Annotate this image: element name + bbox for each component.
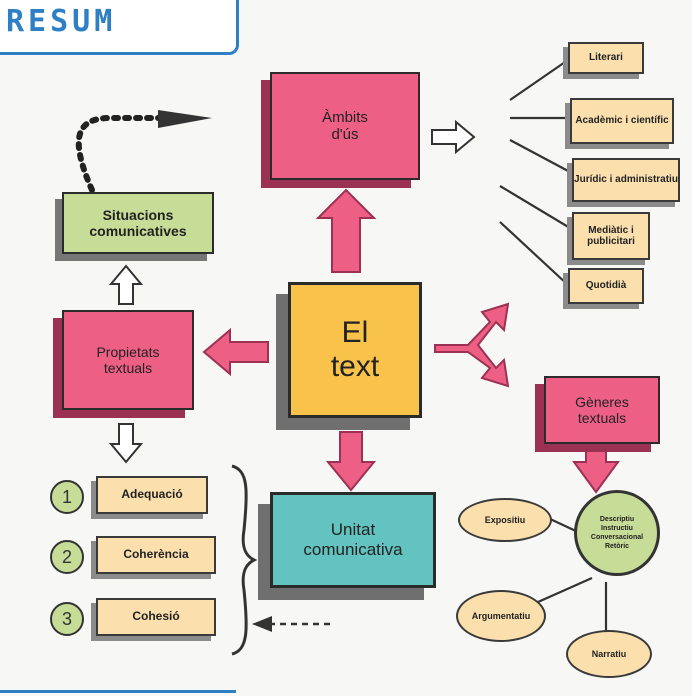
ambit-label: Jurídic i administratiu: [574, 174, 678, 186]
arrowhead-to-ambits: [158, 110, 212, 128]
unitat-label-2: comunicativa: [303, 540, 403, 559]
propietat-label: Cohesió: [132, 609, 180, 624]
genere-center-item: Retòric: [604, 543, 630, 551]
ambits-dus-box: Àmbits d'ús: [270, 72, 420, 180]
arrow-down-to-list: [108, 423, 144, 464]
generes-circle: Descriptiu Instructiu Conversacional Ret…: [574, 490, 660, 576]
genere-label: Narratiu: [591, 649, 627, 659]
situacions-label-1: Situacions: [102, 206, 174, 223]
number-circle-2: 2: [50, 540, 84, 574]
propietats-label-2: textuals: [103, 360, 153, 376]
genere-label: Argumentatiu: [471, 611, 531, 621]
ambit-label: Acadèmic i científic: [575, 115, 669, 127]
genere-label: Expositiu: [484, 515, 526, 525]
ambit-label: Mediàtic i publicitari: [587, 224, 635, 248]
ambit-item-juridic: Jurídic i administratiu: [572, 158, 680, 202]
ambit-label: Quotidià: [585, 280, 627, 292]
number-circle-3: 3: [50, 602, 84, 636]
ambit-item-literari: Literari: [568, 42, 644, 74]
genere-argumentatiu: Argumentatiu: [456, 590, 546, 642]
propietat-coherencia: Coherència: [96, 536, 216, 574]
unitat-label-1: Unitat: [330, 520, 376, 540]
number-circle-1: 1: [50, 480, 84, 514]
situacions-label-2: comunicatives: [89, 223, 187, 239]
genere-expositiu: Expositiu: [458, 498, 552, 542]
arrow-up-to-situacions: [108, 264, 144, 305]
generes-label-1: Gèneres: [575, 393, 629, 410]
dotted-arrow-situacions-ambits: [75, 115, 163, 193]
arrow-left-to-propietats: [202, 327, 269, 377]
el-text-label-1: El: [341, 315, 369, 349]
genere-center-item: Instructiu: [601, 524, 633, 532]
ambits-label-1: Àmbits: [322, 108, 368, 126]
number-label: 2: [61, 546, 72, 567]
arrow-ambits-to-list: [431, 119, 476, 155]
bracket: [231, 464, 258, 656]
arrow-up-to-ambits: [315, 188, 377, 273]
propietat-label: Adequació: [121, 487, 183, 502]
genere-center-item: Descriptiu: [599, 515, 635, 523]
resum-title: RESUM: [6, 4, 117, 39]
el-text-label-2: text: [330, 350, 380, 383]
unitat-box: Unitat comunicativa: [270, 492, 436, 588]
generes-label-2: textuals: [577, 410, 627, 426]
ambits-label-2: d'ús: [331, 126, 359, 143]
ambit-label: Literari: [589, 52, 623, 64]
propietat-label: Coherència: [123, 547, 189, 562]
arrow-down-to-generes-circle: [572, 439, 620, 494]
el-text-box: El text: [288, 282, 422, 418]
propietat-cohesio: Cohesió: [96, 598, 216, 636]
number-label: 3: [61, 608, 72, 629]
propietats-label-1: Propietats: [96, 343, 160, 360]
arrow-down-to-unitat: [325, 431, 377, 492]
arrowhead-to-bracket: [252, 616, 272, 632]
bottom-divider: [0, 690, 236, 693]
propietat-adequacio: Adequació: [96, 476, 208, 514]
number-label: 1: [61, 486, 72, 507]
ambit-item-academic: Acadèmic i científic: [570, 98, 674, 144]
ambit-item-mediatic: Mediàtic i publicitari: [572, 212, 650, 260]
genere-narratiu: Narratiu: [566, 630, 652, 678]
fork-arrow: [434, 302, 510, 388]
ambit-item-quotidia: Quotidià: [568, 268, 644, 304]
propietats-box: Propietats textuals: [62, 310, 194, 410]
situacions-box: Situacions comunicatives: [62, 192, 214, 254]
generes-box: Gèneres textuals: [544, 376, 660, 444]
genere-center-item: Conversacional: [590, 534, 644, 541]
resum-header: RESUM: [0, 0, 239, 55]
